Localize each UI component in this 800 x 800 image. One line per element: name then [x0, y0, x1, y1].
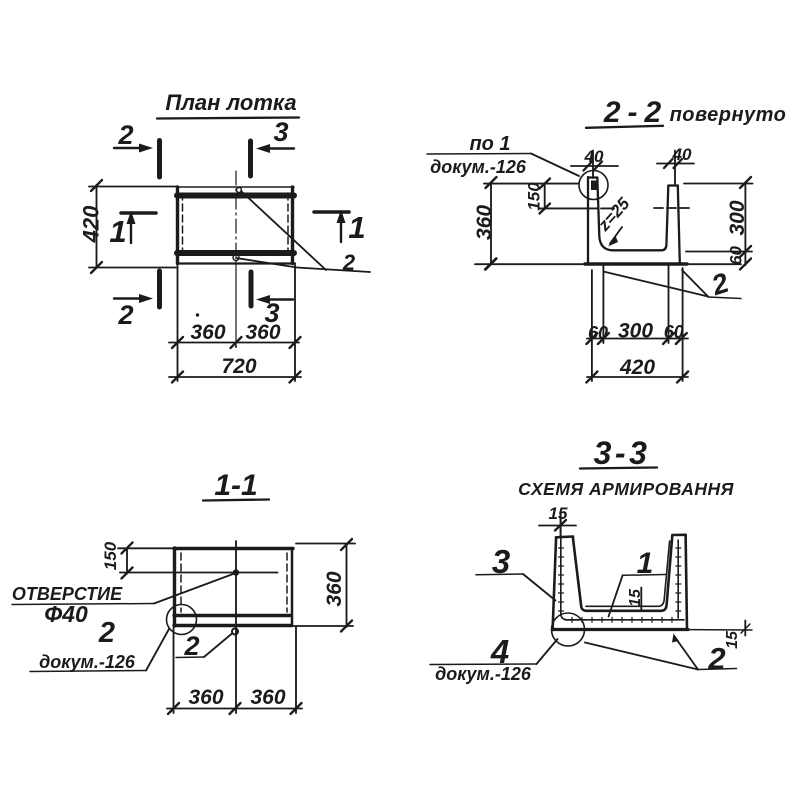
svg-text:360: 360: [250, 686, 285, 709]
svg-text:360: 360: [245, 321, 280, 344]
svg-text:720: 720: [221, 355, 256, 378]
svg-text:420: 420: [619, 356, 655, 379]
svg-text:40: 40: [672, 145, 692, 164]
svg-text:15: 15: [724, 630, 741, 649]
svg-text:300: 300: [726, 200, 749, 235]
svg-text:докум.-126: докум.-126: [39, 652, 136, 672]
svg-text:15: 15: [549, 504, 568, 523]
svg-text:2: 2: [117, 120, 133, 150]
svg-text:360: 360: [190, 321, 225, 344]
svg-text:2-2: 2-2: [603, 96, 668, 129]
svg-text:1: 1: [109, 214, 126, 249]
svg-text:15: 15: [627, 588, 644, 607]
svg-text:1: 1: [348, 210, 365, 245]
svg-text:План лотка: План лотка: [165, 90, 296, 115]
svg-text:360: 360: [188, 686, 223, 709]
svg-text:4: 4: [490, 633, 509, 670]
svg-text:ОТВЕРСТИЕ: ОТВЕРСТИЕ: [12, 584, 123, 604]
svg-text:2: 2: [342, 250, 356, 275]
svg-text:1: 1: [637, 547, 654, 580]
svg-text:1-1: 1-1: [214, 469, 257, 502]
svg-text:повернуто: повернуто: [670, 104, 787, 126]
svg-text:420: 420: [79, 205, 104, 243]
svg-text:3: 3: [273, 117, 288, 147]
svg-text:докум.-126: докум.-126: [435, 664, 532, 684]
svg-text:60: 60: [664, 322, 684, 342]
svg-text:360: 360: [473, 205, 496, 240]
svg-text:60: 60: [727, 246, 746, 265]
svg-text:150: 150: [101, 541, 120, 570]
svg-text:2: 2: [183, 631, 199, 661]
svg-text:300: 300: [618, 320, 653, 343]
svg-text:2: 2: [98, 617, 115, 649]
svg-text:Ф40: Ф40: [44, 601, 88, 627]
svg-text:3: 3: [264, 298, 279, 328]
svg-text:2: 2: [707, 267, 733, 302]
svg-text:360: 360: [323, 571, 346, 606]
svg-text:150: 150: [525, 182, 544, 211]
svg-text:60: 60: [588, 323, 608, 343]
svg-text:2: 2: [117, 300, 133, 330]
svg-text:3: 3: [492, 543, 510, 580]
svg-text:по 1: по 1: [469, 133, 510, 155]
svg-text:2: 2: [707, 641, 725, 676]
svg-text:3-3: 3-3: [594, 435, 651, 471]
svg-text:докум.-126: докум.-126: [430, 157, 527, 177]
svg-text:СХЕМЯ АРМИРОВАННЯ: СХЕМЯ АРМИРОВАННЯ: [518, 479, 735, 499]
